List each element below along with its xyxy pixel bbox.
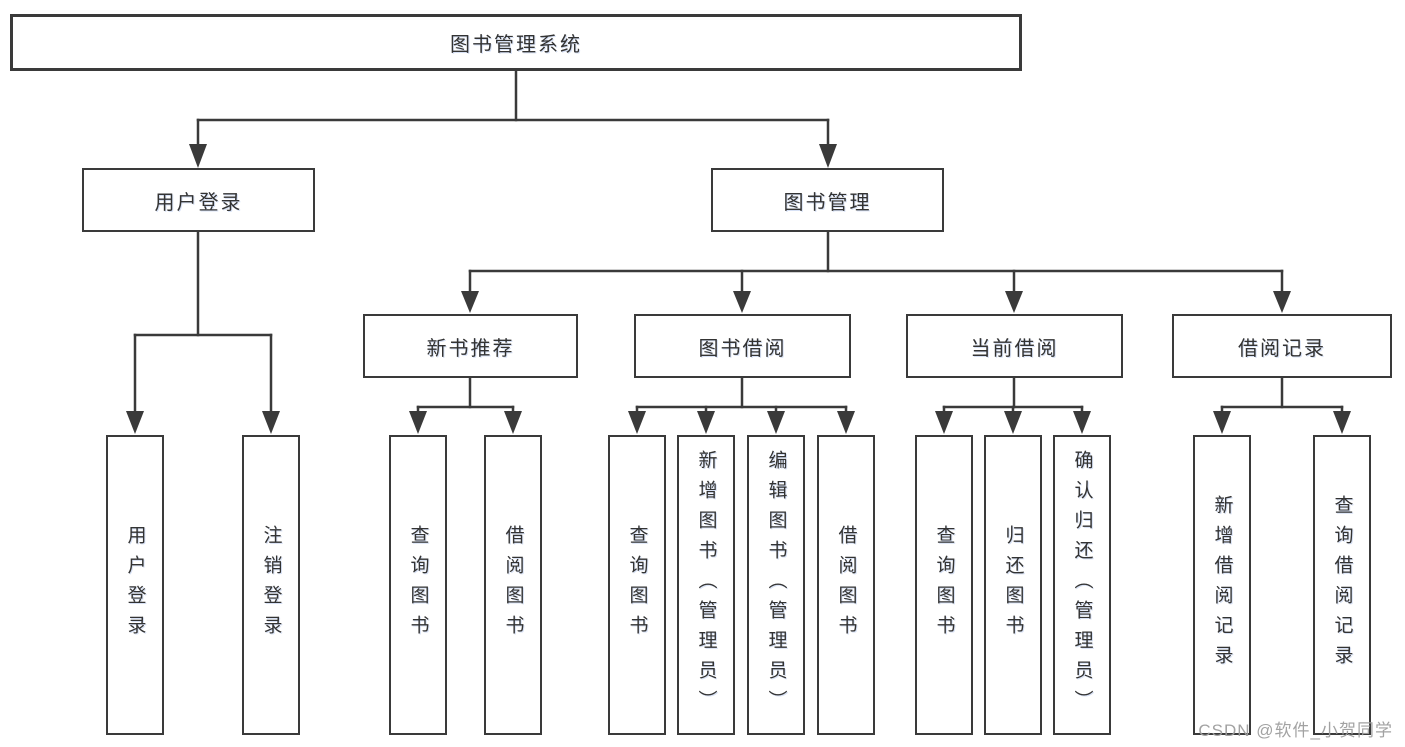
leaf-search-book-recommend: 查询图书: [389, 435, 447, 735]
connector-book-mgmt-to-level3: [461, 230, 1291, 313]
arrowhead: [1333, 411, 1351, 434]
leaf-search-book-current: 查询图书: [915, 435, 973, 735]
node-borrow-records: 借阅记录: [1172, 314, 1392, 378]
connector-current-to-leaves: [935, 375, 1091, 434]
connector-root-to-level2: [189, 69, 837, 168]
arrowhead: [126, 411, 144, 434]
leaf-logout: 注销登录: [242, 435, 300, 735]
leaf-edit-book-admin: 编辑图书（管理员）: [747, 435, 805, 735]
arrowhead: [262, 411, 280, 434]
node-new-book-recommend: 新书推荐: [363, 314, 578, 378]
csdn-watermark: CSDN @软件_小贺同学: [1198, 721, 1393, 740]
leaf-return-book: 归还图书: [984, 435, 1042, 735]
connector-user-login-to-leaves: [126, 230, 280, 434]
arrowhead: [1273, 291, 1291, 313]
arrowhead: [733, 291, 751, 313]
node-current-borrow: 当前借阅: [906, 314, 1123, 378]
arrowhead: [1073, 411, 1091, 434]
arrowhead: [628, 411, 646, 434]
node-book-borrow: 图书借阅: [634, 314, 851, 378]
leaf-add-book-admin: 新增图书（管理员）: [677, 435, 735, 735]
connector-records-to-leaves: [1213, 375, 1351, 434]
arrowhead: [1004, 411, 1022, 434]
arrowhead: [504, 411, 522, 434]
leaf-confirm-return-admin: 确认归还（管理员）: [1053, 435, 1111, 735]
leaf-search-book-borrow: 查询图书: [608, 435, 666, 735]
node-user-login: 用户登录: [82, 168, 315, 232]
arrowhead: [837, 411, 855, 434]
arrowhead: [935, 411, 953, 434]
arrowhead: [461, 291, 479, 313]
connector-recommend-to-leaves: [409, 375, 522, 434]
leaf-borrow-book-recommend: 借阅图书: [484, 435, 542, 735]
node-library-management-system: 图书管理系统: [10, 14, 1022, 71]
arrowhead: [819, 144, 837, 168]
connector-borrow-to-leaves: [628, 375, 855, 434]
arrowhead: [1005, 291, 1023, 313]
leaf-add-borrow-record: 新增借阅记录: [1193, 435, 1251, 735]
arrowhead: [1213, 411, 1231, 434]
leaf-search-borrow-record: 查询借阅记录: [1313, 435, 1371, 735]
node-book-management: 图书管理: [711, 168, 944, 232]
arrowhead: [697, 411, 715, 434]
leaf-borrow-book: 借阅图书: [817, 435, 875, 735]
leaf-user-login: 用户登录: [106, 435, 164, 735]
arrowhead: [409, 411, 427, 434]
arrowhead: [767, 411, 785, 434]
arrowhead: [189, 144, 207, 168]
